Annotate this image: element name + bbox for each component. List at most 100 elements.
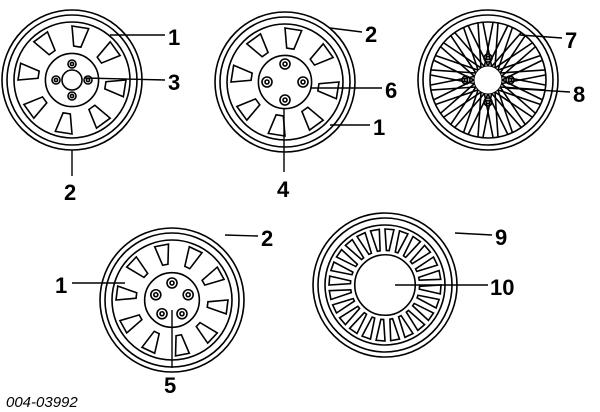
- lattice-spoke: [430, 75, 475, 86]
- lattice-spoke: [462, 89, 479, 133]
- lug-nut: [67, 91, 77, 101]
- spoke-slot: [417, 269, 442, 281]
- vent-slot: [96, 40, 122, 65]
- lattice-spoke: [497, 27, 514, 71]
- lattice-spoke: [435, 54, 479, 71]
- callout-label: 6: [385, 78, 397, 103]
- callout-label: 7: [565, 28, 577, 53]
- lattice-spoke: [499, 35, 526, 74]
- lattice-spoke: [494, 42, 533, 69]
- wheel-1: [1, 9, 143, 151]
- spoke-slot: [418, 284, 442, 295]
- lattice-spoke: [462, 27, 479, 71]
- vent-slot: [22, 95, 48, 120]
- lug-nut: [279, 58, 291, 70]
- callout-label: 1: [373, 115, 385, 140]
- spoke-slot: [348, 311, 368, 335]
- lattice-spoke: [430, 86, 476, 91]
- vent-slot: [267, 113, 286, 137]
- vent-slot: [195, 321, 219, 345]
- spoke-slot: [331, 297, 356, 315]
- vent-slot: [316, 81, 340, 100]
- wheel-2: [214, 11, 356, 153]
- spoke-slot: [328, 289, 353, 301]
- spoke-slot: [411, 302, 435, 322]
- callout-label: 5: [164, 373, 176, 398]
- lattice-spoke: [501, 74, 546, 85]
- lattice-spoke: [435, 89, 479, 106]
- callout-label: 2: [365, 22, 377, 47]
- lattice-spoke: [497, 54, 541, 71]
- lattice-spoke: [439, 83, 476, 114]
- vent-slot: [125, 255, 149, 279]
- spoke-slot: [355, 231, 373, 256]
- vent-slot: [230, 64, 254, 83]
- lattice-spoke: [430, 69, 476, 74]
- lug-nut: [156, 307, 168, 320]
- lattice-spoke: [494, 22, 499, 68]
- callout-label: 1: [55, 273, 67, 298]
- vent-slot: [300, 106, 325, 132]
- lattice-spoke: [454, 31, 485, 68]
- callout-label: 3: [168, 70, 180, 95]
- lug-nut: [461, 75, 471, 85]
- lug-nut: [67, 59, 77, 69]
- spoke-slot: [409, 244, 432, 265]
- wheel-3: [417, 9, 559, 151]
- vent-slot: [206, 299, 229, 316]
- lattice-spoke: [494, 91, 533, 118]
- lattice-spoke: [454, 92, 485, 129]
- part-number: 004-03992: [6, 394, 78, 411]
- callout-label: 10: [490, 275, 514, 300]
- lug-nut: [261, 76, 273, 88]
- lattice-spoke: [483, 93, 494, 138]
- spoke-slot: [329, 260, 354, 276]
- lattice-spoke: [477, 22, 482, 68]
- lug-nut: [505, 75, 515, 85]
- vent-slot: [54, 111, 73, 135]
- lattice-spoke: [482, 22, 493, 67]
- lattice-spoke: [483, 22, 494, 67]
- vent-slot: [284, 27, 303, 51]
- lattice-spoke: [430, 74, 475, 85]
- lattice-spoke: [482, 93, 493, 138]
- lattice-spoke: [450, 35, 477, 74]
- vent-slot: [17, 62, 41, 81]
- vent-slot: [309, 42, 335, 67]
- spoke-slot: [375, 318, 386, 342]
- vent-slot: [115, 284, 138, 301]
- lattice-spoke: [500, 46, 537, 77]
- lattice-spoke: [497, 89, 541, 106]
- spoke-slot: [414, 255, 439, 273]
- lattice-spoke: [477, 92, 482, 138]
- lattice-spoke: [450, 86, 477, 125]
- spoke-slot: [397, 314, 415, 339]
- lug-nut: [176, 307, 188, 320]
- vent-slot: [32, 30, 57, 56]
- vent-slot: [153, 243, 170, 267]
- lattice-spoke: [491, 31, 522, 68]
- spoke-slot: [338, 305, 361, 326]
- lattice-spoke: [497, 89, 514, 133]
- spoke-slot: [344, 238, 365, 261]
- vent-slot: [71, 25, 90, 49]
- vent-slot: [183, 245, 204, 270]
- spoke-slot: [402, 235, 422, 259]
- spoke-slot: [369, 228, 381, 253]
- spoke-slot: [328, 275, 352, 286]
- vent-slot: [245, 32, 270, 58]
- vent-slot: [201, 265, 226, 287]
- lattice-spoke: [501, 75, 546, 86]
- lattice-spoke: [494, 92, 499, 138]
- spoke-slot: [394, 229, 410, 254]
- callout-label: 9: [495, 225, 507, 250]
- lattice-spoke: [443, 42, 482, 69]
- lug-nut: [83, 75, 93, 85]
- spoke-slot: [384, 228, 395, 252]
- wheel-4: [99, 227, 245, 373]
- callout-label: 2: [261, 226, 273, 251]
- lattice-spoke: [500, 69, 546, 74]
- vent-slot: [87, 104, 112, 130]
- lug-nut: [150, 288, 162, 301]
- vent-slot: [118, 313, 143, 335]
